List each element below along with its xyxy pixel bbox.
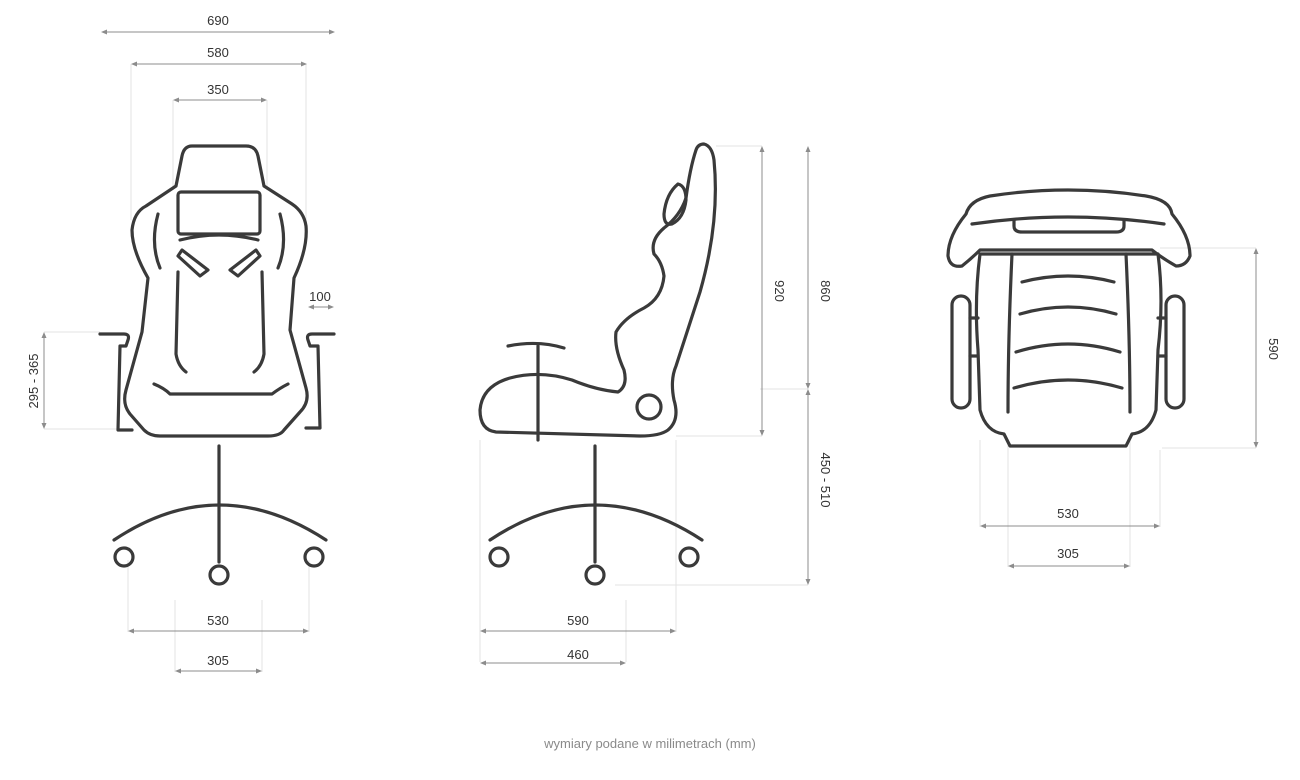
dim-seat-depth: 460 [567, 647, 589, 662]
side-view: 920 860 450 - 510 590 460 [478, 142, 833, 666]
dim-top-depth: 590 [1266, 338, 1281, 360]
dim-width-overall: 690 [207, 13, 229, 28]
dim-top-base-inner: 305 [1057, 546, 1079, 561]
dim-armrest-height: 295 - 365 [26, 354, 41, 409]
top-view: 590 530 305 [946, 188, 1281, 569]
dim-width-headrest: 350 [207, 82, 229, 97]
dim-back-upper: 860 [818, 280, 833, 302]
front-view: 690 580 350 100 295 - 365 530 305 [26, 13, 336, 674]
dim-base-width: 530 [207, 613, 229, 628]
dim-width-seat: 580 [207, 45, 229, 60]
top-chair-outline [946, 188, 1192, 448]
dim-base-inner: 305 [207, 653, 229, 668]
dim-base-depth: 590 [567, 613, 589, 628]
dim-seat-height: 450 - 510 [818, 453, 833, 508]
front-chair-outline [98, 144, 336, 586]
units-caption: wymiary podane w milimetrach (mm) [544, 736, 756, 751]
dim-armrest-width: 100 [309, 289, 331, 304]
dim-back-height: 920 [772, 280, 787, 302]
side-chair-outline [478, 142, 717, 586]
dim-top-base-width: 530 [1057, 506, 1079, 521]
